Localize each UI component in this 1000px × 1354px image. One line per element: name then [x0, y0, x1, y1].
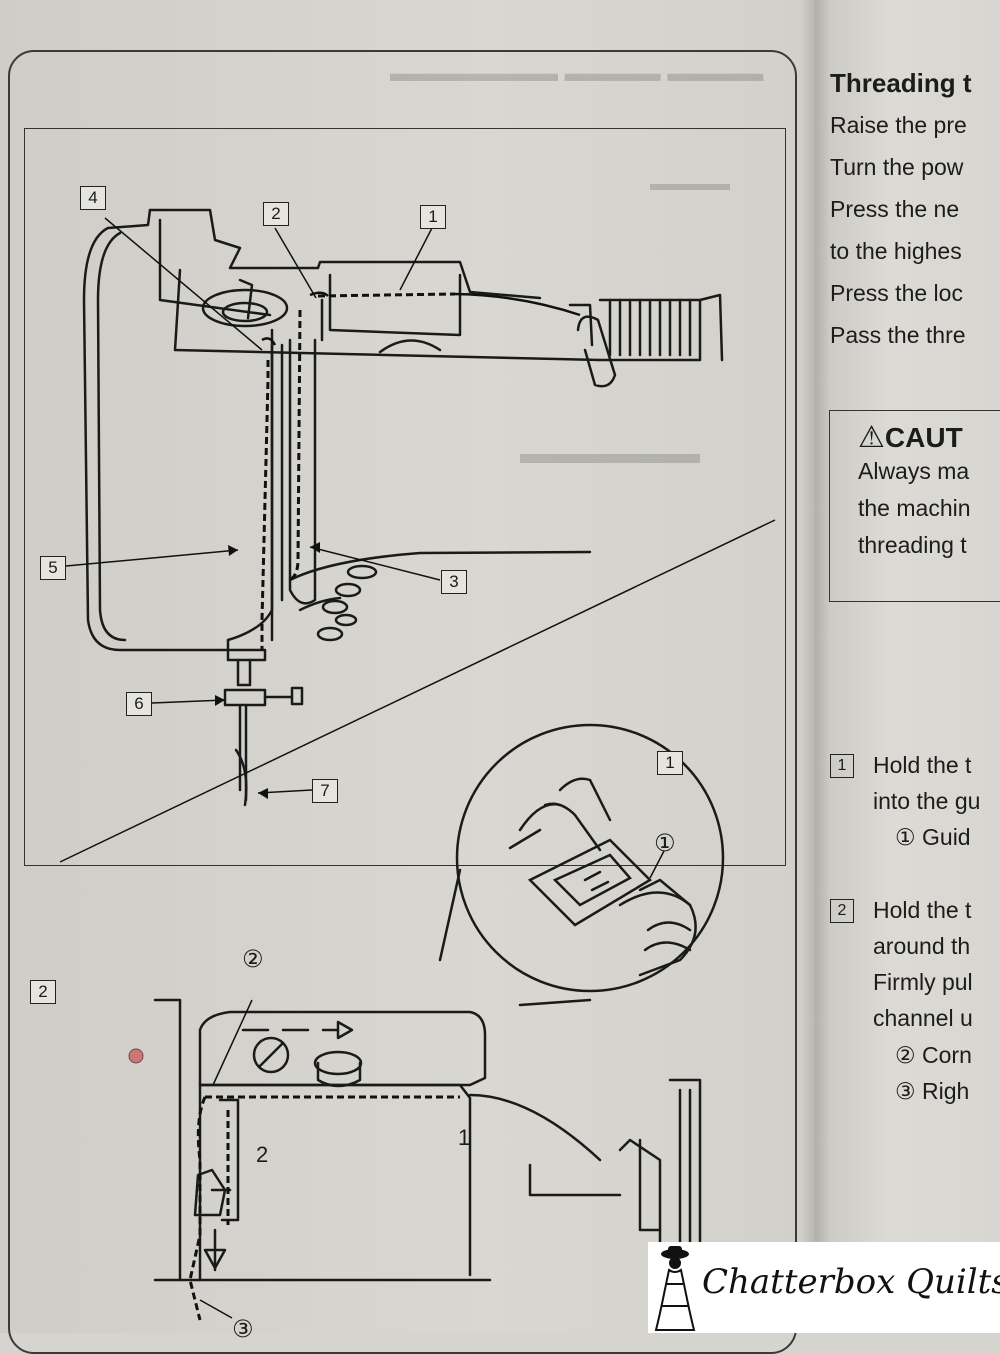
step-2-sub-1: ② Corn	[895, 1042, 972, 1068]
right-line-3: Press the ne	[830, 196, 960, 222]
lady-silhouette-icon	[654, 1246, 696, 1331]
fig2-circled-2: ②	[242, 946, 264, 973]
step-1-line-1: Hold the t	[873, 752, 972, 778]
right-page-title: Threading t	[830, 68, 972, 98]
inset-callout-1: 1	[657, 751, 683, 775]
step-2-line-3: Firmly pul	[873, 969, 973, 995]
step-2-sub-2: ③ Righ	[895, 1078, 970, 1104]
step-2-line-2: around th	[873, 933, 971, 959]
right-line-2: Turn the pow	[830, 154, 964, 180]
fig2-circled-3: ③	[232, 1316, 254, 1343]
caution-line-1: Always ma	[858, 458, 970, 484]
step-2-line-1: Hold the t	[873, 897, 972, 923]
caution-heading-text: CAUT	[884, 422, 963, 453]
right-line-4: to the highes	[830, 238, 962, 264]
logo-text: Chatterbox Quilts	[702, 1262, 1000, 1302]
callout-5: 5	[40, 556, 66, 580]
caution-heading: ⚠CAUT	[858, 420, 963, 455]
step-1-number: 1	[830, 754, 854, 778]
callout-4: 4	[80, 186, 106, 210]
step-1-sub-1: ① Guid	[895, 824, 971, 850]
callout-3: 3	[441, 570, 467, 594]
chatterbox-quilts-logo	[648, 1242, 1000, 1333]
caution-line-2: the machin	[858, 495, 971, 521]
callout-7: 7	[312, 779, 338, 803]
callout-2: 2	[263, 202, 289, 226]
right-line-6: Pass the thre	[830, 322, 966, 348]
callout-6: 6	[126, 692, 152, 716]
warning-triangle-icon: ⚠	[858, 421, 885, 454]
inset-circled-1: ①	[654, 830, 676, 857]
step-2-line-4: channel u	[873, 1005, 973, 1031]
fig2-number-1: 1	[458, 1125, 471, 1150]
sewing-machine-illustration	[59, 208, 776, 1321]
step-1-line-2: into the gu	[873, 788, 981, 814]
callout-1: 1	[420, 205, 446, 229]
figure-1-box	[24, 128, 786, 866]
figure-2-label: 2	[30, 980, 56, 1004]
fig2-number-2: 2	[256, 1142, 269, 1167]
step-2-number: 2	[830, 899, 854, 923]
book-gutter	[800, 0, 830, 1333]
right-line-1: Raise the pre	[830, 112, 967, 138]
right-page	[815, 0, 1000, 1333]
right-line-5: Press the loc	[830, 280, 963, 306]
caution-box	[829, 410, 1000, 602]
caution-line-3: threading t	[858, 532, 967, 558]
